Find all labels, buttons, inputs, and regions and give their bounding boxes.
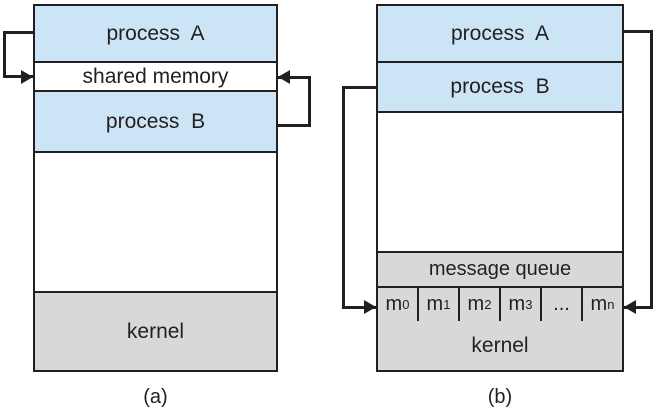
diagram-a-user-space bbox=[35, 153, 276, 291]
message-cell-m0-base: m bbox=[385, 293, 403, 315]
diagram-b-kernel-label: kernel bbox=[471, 333, 529, 357]
message-cell-m1-base: m bbox=[426, 293, 444, 315]
arrow-process-a-to-shared-memory bbox=[3, 31, 33, 78]
arrow-process-b-to-shared-memory bbox=[278, 76, 311, 127]
message-cell-m2-sub: 2 bbox=[484, 297, 492, 312]
diagram-a-kernel-section: kernel bbox=[35, 291, 276, 370]
diagram-b-process-a-label: process A bbox=[450, 21, 550, 45]
arrow-process-b-to-message-queue bbox=[342, 86, 376, 309]
diagram-a-process-b-section: process B bbox=[35, 92, 276, 153]
diagram-a-shared-memory-label: shared memory bbox=[82, 64, 229, 88]
arrowhead-into-shared-memory-right-icon bbox=[278, 70, 290, 84]
message-cell-m0-sub: 0 bbox=[402, 297, 410, 312]
diagram-b-message-queue-section: message queue bbox=[378, 251, 622, 288]
diagram-b-caption: (b) bbox=[487, 386, 513, 408]
diagram-a-box: process A shared memory process B kernel bbox=[33, 4, 278, 372]
diagram-a-shared-memory-section: shared memory bbox=[35, 63, 276, 92]
message-cell-m3-sub: 3 bbox=[525, 297, 533, 312]
diagram-b-user-space bbox=[378, 113, 622, 251]
message-cell-ellipsis-base: ... bbox=[553, 293, 570, 315]
arrowhead-into-queue-right-icon bbox=[624, 300, 636, 314]
arrowhead-into-shared-memory-left-icon bbox=[21, 70, 33, 84]
message-cell-m2-base: m bbox=[467, 293, 485, 315]
message-cell-m3-base: m bbox=[508, 293, 526, 315]
message-cell-m1-sub: 1 bbox=[443, 297, 451, 312]
diagram-a-caption: (a) bbox=[143, 386, 168, 408]
diagram-b-process-b-section: process B bbox=[378, 63, 622, 113]
message-cell-mn-sub: n bbox=[607, 297, 615, 312]
diagram-b-kernel-section: kernel bbox=[378, 321, 622, 370]
diagram-a-process-a-section: process A bbox=[35, 6, 276, 63]
message-cell-ellipsis: ... bbox=[542, 288, 583, 321]
diagram-a-process-b-label: process B bbox=[105, 109, 206, 133]
diagram-b-process-a-section: process A bbox=[378, 6, 622, 63]
diagram-a-kernel-label: kernel bbox=[126, 319, 185, 343]
diagram-b-message-queue-label: message queue bbox=[428, 258, 572, 280]
diagram-b-process-b-label: process B bbox=[450, 75, 550, 98]
arrow-process-a-to-message-queue bbox=[624, 30, 653, 309]
message-cell-mn-base: m bbox=[590, 293, 608, 315]
diagram-a-process-a-label: process A bbox=[106, 21, 205, 45]
arrowhead-into-queue-left-icon bbox=[364, 300, 376, 314]
